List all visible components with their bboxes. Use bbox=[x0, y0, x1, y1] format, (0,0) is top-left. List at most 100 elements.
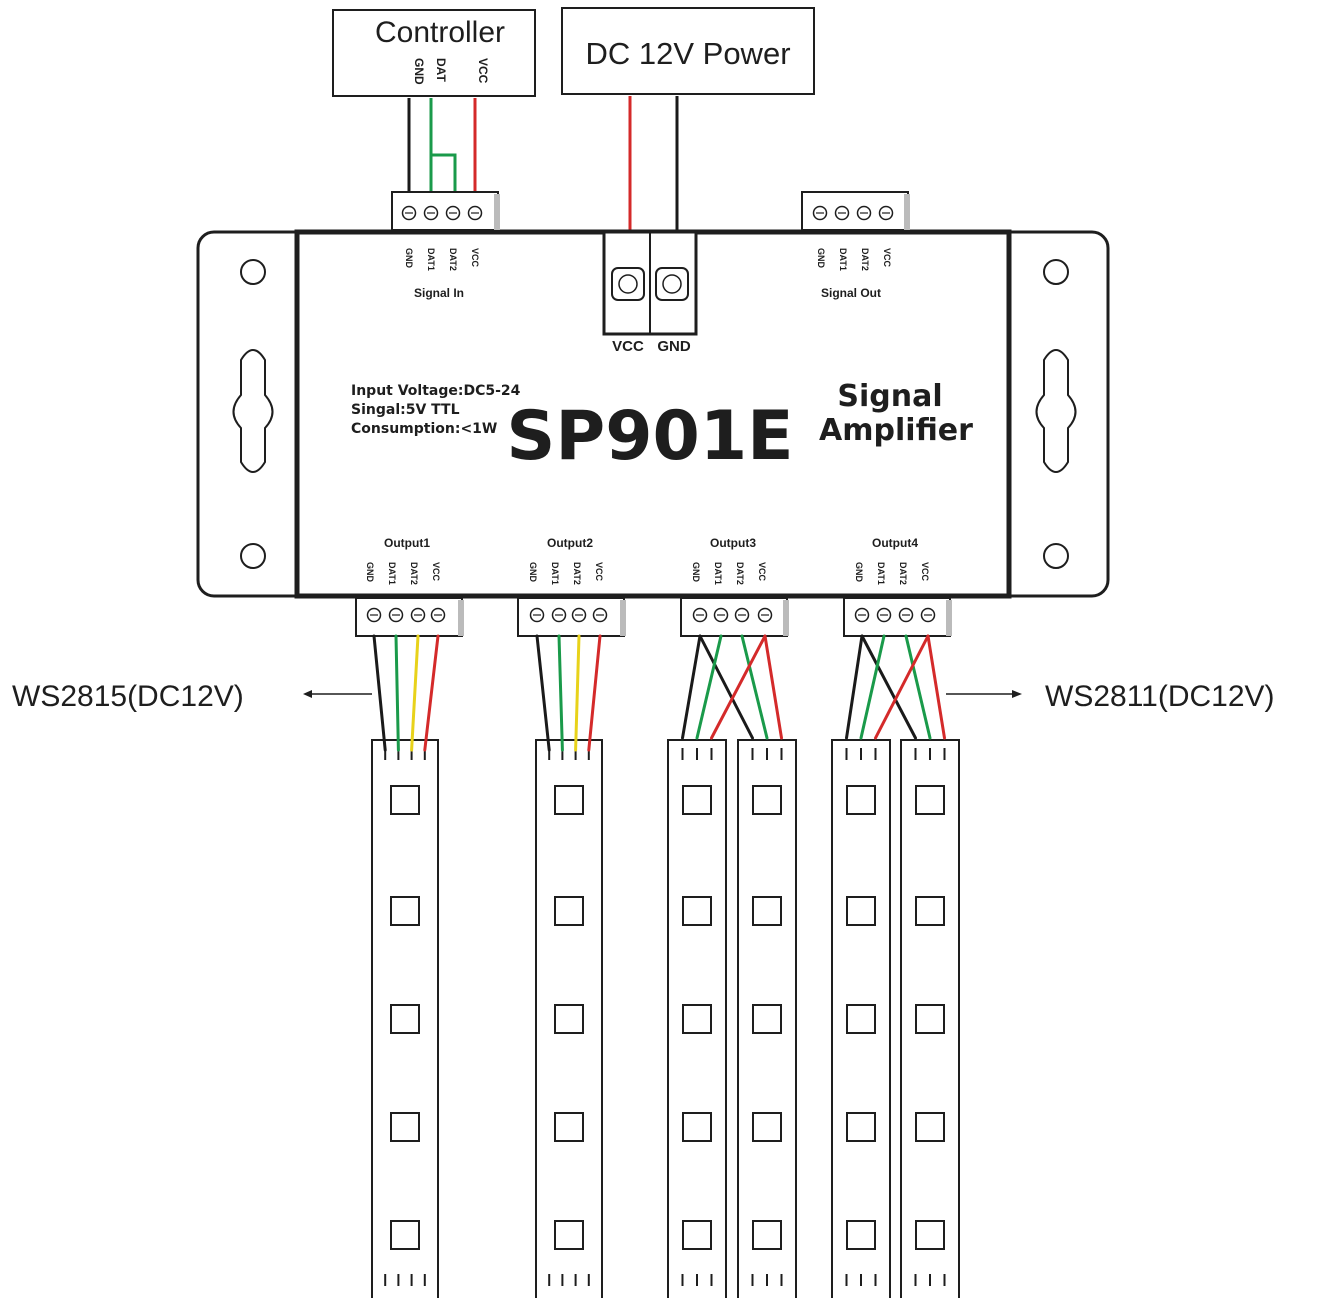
led-chip-icon bbox=[752, 1112, 782, 1142]
led-chip-icon bbox=[390, 1004, 420, 1034]
led-chip-icon bbox=[846, 896, 876, 926]
led-chip-icon bbox=[915, 1220, 945, 1250]
led-chip-icon bbox=[390, 1220, 420, 1250]
mount-hole-icon bbox=[1043, 543, 1069, 569]
output2-terminal bbox=[517, 597, 626, 637]
wire bbox=[710, 634, 767, 740]
output1-terminal bbox=[355, 597, 464, 637]
led-chip-icon bbox=[846, 785, 876, 815]
controller-pin-dat: DAT bbox=[434, 58, 448, 82]
led-strips bbox=[371, 739, 960, 1298]
signal-in-pin-label: VCC bbox=[470, 248, 480, 268]
spec-signal: Singal:5V TTL bbox=[351, 402, 460, 418]
led-strip bbox=[535, 739, 603, 1298]
wire bbox=[695, 634, 723, 740]
wire bbox=[394, 634, 400, 752]
wire bbox=[698, 634, 754, 740]
led-chip-icon bbox=[846, 1220, 876, 1250]
wire bbox=[372, 634, 387, 752]
led-chip-icon bbox=[682, 785, 712, 815]
output1-pin-label: DAT1 bbox=[387, 562, 397, 585]
signal-out-pin-label: GND bbox=[816, 248, 826, 269]
signal-out-pin-label: DAT1 bbox=[838, 248, 848, 271]
output3-terminal bbox=[680, 597, 789, 637]
strip-type-labels: WS2815(DC12V) WS2811(DC12V) bbox=[12, 680, 1275, 713]
spec-input-voltage: Input Voltage:DC5-24 bbox=[351, 383, 521, 399]
led-chip-icon bbox=[390, 896, 420, 926]
wire bbox=[535, 634, 551, 752]
output3-pin-label: VCC bbox=[757, 562, 767, 582]
screw-terminals bbox=[355, 191, 952, 637]
wire bbox=[874, 634, 930, 740]
wire bbox=[681, 634, 702, 740]
wire bbox=[926, 634, 946, 740]
signal-in-pin-label: DAT2 bbox=[448, 248, 458, 271]
mount-hole-icon bbox=[1043, 259, 1069, 285]
signal-out-pin-label: VCC bbox=[882, 248, 892, 268]
output4-pin-label: VCC bbox=[920, 562, 930, 582]
led-chip-icon bbox=[752, 1220, 782, 1250]
signal-in-terminal bbox=[391, 191, 500, 231]
strip-label-left: WS2815(DC12V) bbox=[12, 680, 244, 713]
wire bbox=[557, 634, 564, 752]
controller-pin-gnd: GND bbox=[412, 58, 426, 85]
led-chip-icon bbox=[915, 1004, 945, 1034]
wire bbox=[423, 634, 440, 752]
output3-pin-label: DAT1 bbox=[713, 562, 723, 585]
led-strip bbox=[900, 739, 960, 1298]
signal-in-pin-label: DAT1 bbox=[426, 248, 436, 271]
led-chip-icon bbox=[682, 896, 712, 926]
controller-pin-vcc: VCC bbox=[476, 58, 490, 84]
output3-pin-label: GND bbox=[691, 562, 701, 583]
output4-pin-label: DAT2 bbox=[898, 562, 908, 585]
controller-wires bbox=[407, 98, 477, 200]
led-chip-icon bbox=[554, 1112, 584, 1142]
mount-hole-icon bbox=[240, 543, 266, 569]
output2-pin-label: VCC bbox=[594, 562, 604, 582]
led-chip-icon bbox=[752, 785, 782, 815]
screw-icon bbox=[611, 267, 645, 301]
led-chip-icon bbox=[915, 896, 945, 926]
signal-in-label: Signal In bbox=[414, 286, 464, 300]
led-chip-icon bbox=[682, 1004, 712, 1034]
signal-out-terminal bbox=[801, 191, 910, 231]
signal-in-pin-label: GND bbox=[404, 248, 414, 269]
led-strip bbox=[371, 739, 439, 1298]
led-strip bbox=[831, 739, 891, 1298]
led-chip-icon bbox=[554, 1004, 584, 1034]
wire bbox=[860, 634, 917, 740]
led-chip-icon bbox=[554, 785, 584, 815]
output4-pin-label: DAT1 bbox=[876, 562, 886, 585]
output2-pin-label: GND bbox=[528, 562, 538, 583]
controller-title: Controller bbox=[375, 16, 505, 49]
mount-slot-icon bbox=[1035, 349, 1077, 473]
screw-icon bbox=[655, 267, 689, 301]
output-wires bbox=[372, 634, 946, 752]
led-chip-icon bbox=[554, 1220, 584, 1250]
output2-pin-label: DAT2 bbox=[572, 562, 582, 585]
led-chip-icon bbox=[915, 1112, 945, 1142]
wire bbox=[740, 634, 769, 740]
led-chip-icon bbox=[390, 785, 420, 815]
led-chip-icon bbox=[846, 1004, 876, 1034]
output3-pin-label: DAT2 bbox=[735, 562, 745, 585]
wire bbox=[763, 634, 783, 740]
power-supply-box: DC 12V Power bbox=[561, 7, 815, 95]
power-title: DC 12V Power bbox=[585, 36, 790, 71]
power-terminal-label-vcc: VCC bbox=[612, 338, 644, 355]
output1-pin-label: DAT2 bbox=[409, 562, 419, 585]
strip-label-right: WS2811(DC12V) bbox=[1045, 680, 1275, 713]
signal-out-pin-label: DAT2 bbox=[860, 248, 870, 271]
led-chip-icon bbox=[390, 1112, 420, 1142]
wire bbox=[859, 634, 886, 740]
output1-pin-label: VCC bbox=[431, 562, 441, 582]
output3-label: Output3 bbox=[710, 536, 756, 550]
led-chip-icon bbox=[846, 1112, 876, 1142]
led-chip-icon bbox=[915, 785, 945, 815]
controller-box: Controller GND DAT VCC bbox=[332, 9, 536, 97]
power-wires bbox=[628, 96, 679, 246]
output2-pin-label: DAT1 bbox=[550, 562, 560, 585]
led-strip bbox=[737, 739, 797, 1298]
